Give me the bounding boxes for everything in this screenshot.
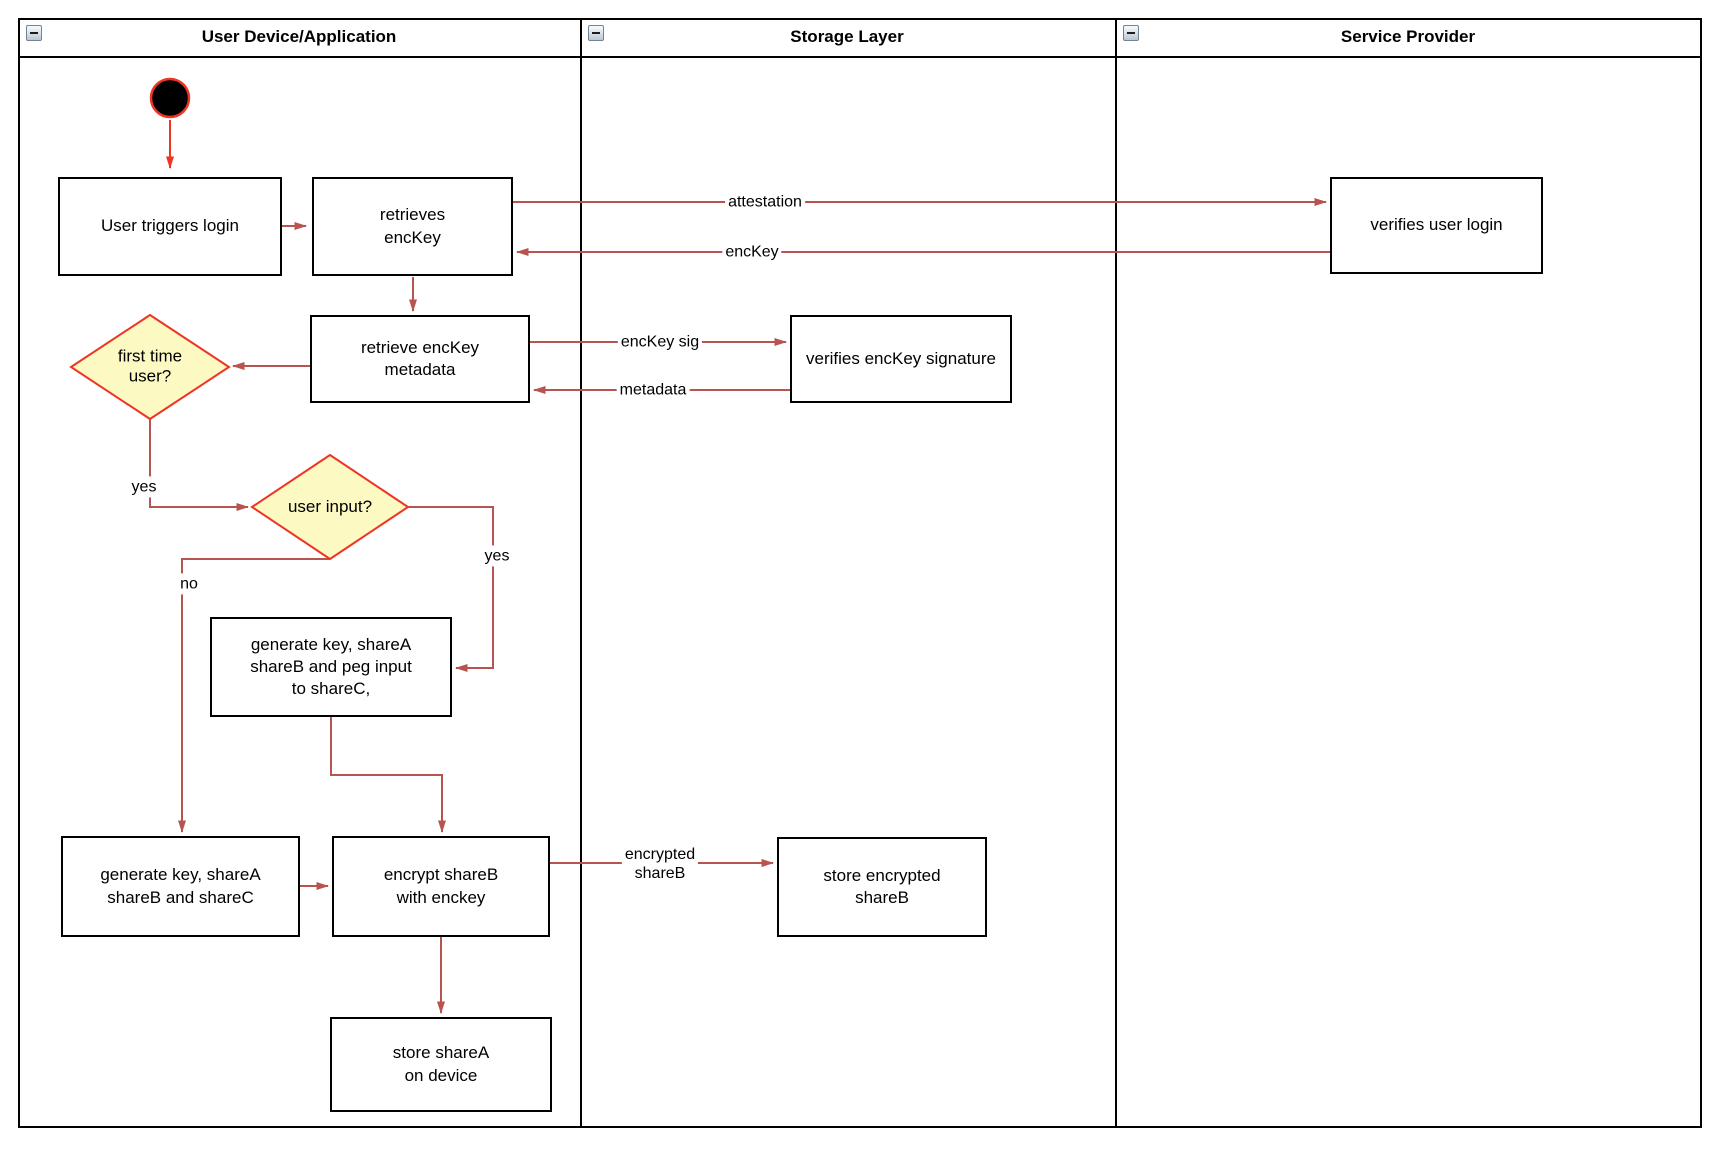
edge-label-user-input-no: no — [177, 573, 201, 595]
edge-userinput-yes — [408, 506, 494, 672]
edge-label-attestation: attestation — [725, 191, 805, 213]
node-retrieves-enckey[interactable]: retrieves encKey — [312, 177, 513, 276]
minus-glyph — [1127, 32, 1135, 34]
lane-divider-1 — [580, 18, 582, 1128]
node-retrieve-enckey-metadata[interactable]: retrieve encKey metadata — [310, 315, 530, 403]
decision-label-first-time-user: first time user? — [117, 346, 183, 386]
collapse-icon[interactable] — [588, 25, 604, 41]
edge-userinput-no — [178, 558, 330, 833]
node-generate-key-shares[interactable]: generate key, shareA shareB and shareC — [61, 836, 300, 937]
decision-label-user-input: user input? — [287, 496, 373, 516]
collapse-icon[interactable] — [26, 25, 42, 41]
edge-peg-to-encrypt — [330, 717, 446, 833]
node-verifies-user-login[interactable]: verifies user login — [1330, 177, 1543, 274]
decision-first-time-user[interactable] — [69, 313, 231, 421]
minus-glyph — [592, 32, 600, 34]
edge-label-metadata: metadata — [616, 379, 690, 401]
collapse-icon[interactable] — [1123, 25, 1139, 41]
lane-title-storage-layer: Storage Layer — [790, 27, 904, 46]
node-store-encrypted-shareb[interactable]: store encrypted shareB — [777, 837, 987, 937]
edge-label-user-input-yes: yes — [481, 545, 513, 567]
node-encrypt-shareb[interactable]: encrypt shareB with enckey — [332, 836, 550, 937]
edge-label-first-time-yes: yes — [128, 476, 160, 498]
node-user-triggers-login[interactable]: User triggers login — [58, 177, 282, 276]
edge-label-enckey-sig: encKey sig — [617, 331, 703, 353]
lane-title-user-device: User Device/Application — [201, 27, 397, 46]
node-generate-key-peg-input[interactable]: generate key, shareA shareB and peg inpu… — [210, 617, 452, 717]
lane-title-service-provider: Service Provider — [1340, 27, 1476, 46]
edge-firsttime-yes — [149, 419, 249, 511]
edge-label-enckey: encKey — [722, 241, 782, 263]
start-node[interactable] — [149, 77, 191, 119]
minus-glyph — [30, 32, 38, 34]
lane-divider-2 — [1115, 18, 1117, 1128]
decision-user-input[interactable] — [250, 453, 410, 561]
edge-label-encrypted-shareb: encrypted shareB — [621, 843, 699, 885]
lane-header-divider — [18, 56, 1702, 58]
node-verifies-enckey-signature[interactable]: verifies encKey signature — [790, 315, 1012, 403]
node-store-sharea[interactable]: store shareA on device — [330, 1017, 552, 1112]
